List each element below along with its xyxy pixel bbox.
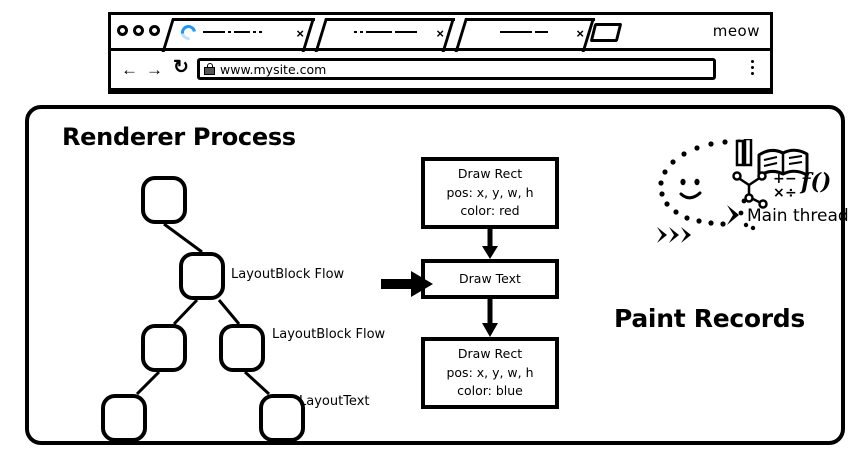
- svg-text:÷: ÷: [785, 185, 797, 201]
- paint-record-1-line-2: pos: x, y, w, h: [446, 184, 534, 200]
- browser-tab-3[interactable]: ×: [454, 18, 604, 52]
- new-tab-button[interactable]: [589, 23, 623, 42]
- tab-2-left-edge: [314, 18, 328, 52]
- reload-icon[interactable]: ↻: [173, 57, 189, 78]
- tree-label-layoutblock-flow-2: LayoutBlock Flow: [272, 327, 386, 342]
- paint-records-label: Paint Records: [614, 304, 805, 333]
- tree-edges: [135, 222, 271, 396]
- tab-3-top-edge: [465, 18, 595, 21]
- paint-record-3-line-1: Draw Rect: [457, 345, 523, 361]
- tab-3-close-icon[interactable]: ×: [576, 26, 584, 41]
- svg-text:−: −: [785, 171, 797, 187]
- back-arrow-icon[interactable]: ←: [121, 60, 138, 79]
- paint-record-1-line-3: color: red: [460, 203, 520, 219]
- tree-node-text-left[interactable]: [101, 394, 147, 442]
- renderer-process-panel: Renderer Process LayoutBlock Flow Layout…: [25, 105, 849, 445]
- browser-tab-2[interactable]: ×: [314, 18, 464, 52]
- tree-node-root[interactable]: [141, 176, 187, 224]
- paint-record-draw-text[interactable]: Draw Text: [421, 259, 559, 299]
- main-thread-label: Main thread: [747, 206, 849, 226]
- tab-2-title-placeholder: [354, 31, 417, 33]
- tab-2-close-icon[interactable]: ×: [436, 26, 444, 41]
- window-minimize-dot[interactable]: [133, 25, 144, 36]
- address-bar[interactable]: www.mysite.com: [197, 58, 716, 80]
- svg-text:×: ×: [773, 185, 785, 201]
- tab-1-left-edge: [161, 18, 175, 52]
- tab-1-title-placeholder: [203, 31, 262, 33]
- kebab-menu-icon[interactable]: [751, 60, 754, 75]
- paint-record-1-line-1: Draw Rect: [457, 165, 523, 181]
- brand-label: meow: [712, 22, 760, 40]
- loading-spinner-icon: [178, 22, 199, 43]
- panel-title: Renderer Process: [62, 123, 296, 151]
- tab-1-close-icon[interactable]: ×: [296, 26, 304, 41]
- browser-tab-1[interactable]: ×: [161, 18, 324, 52]
- tree-node-block-1[interactable]: [179, 252, 225, 300]
- lock-icon: [204, 63, 215, 75]
- window-maximize-dot[interactable]: [149, 25, 160, 36]
- tree-label-layouttext: LayoutText: [299, 394, 370, 409]
- forward-arrow-icon[interactable]: →: [146, 60, 163, 79]
- svg-text:f(): f(): [799, 169, 831, 195]
- window-controls: [117, 25, 160, 36]
- svg-text:+: +: [773, 171, 785, 187]
- url-text: www.mysite.com: [220, 61, 327, 77]
- window-close-dot[interactable]: [117, 25, 128, 36]
- tree-label-layoutblock-flow-1: LayoutBlock Flow: [231, 267, 345, 282]
- paint-flow-arrow-1: [482, 229, 498, 259]
- paint-record-2-line-1: Draw Text: [459, 270, 521, 286]
- browser-window: × × × meow: [108, 12, 773, 94]
- paint-record-draw-rect-blue[interactable]: Draw Rect pos: x, y, w, h color: blue: [421, 337, 559, 409]
- paint-record-3-line-3: color: blue: [457, 383, 523, 399]
- tab-1-top-edge: [172, 18, 315, 21]
- paint-record-3-line-2: pos: x, y, w, h: [446, 364, 534, 380]
- paint-flow-arrow-2: [482, 299, 498, 337]
- flow-arrow-icon: [381, 271, 433, 297]
- tree-node-block-right[interactable]: [219, 324, 265, 372]
- layout-tree-diagram: LayoutBlock Flow LayoutBlock Flow Layout…: [79, 164, 409, 442]
- main-thread-mascot: +− ×÷ f(): [657, 139, 831, 243]
- tree-node-block-left[interactable]: [141, 324, 187, 372]
- paint-record-draw-rect-red[interactable]: Draw Rect pos: x, y, w, h color: red: [421, 157, 559, 229]
- tab-2-top-edge: [325, 18, 455, 21]
- tab-3-left-edge: [454, 18, 468, 52]
- tab-strip: × × × meow: [111, 15, 770, 52]
- tab-3-title-placeholder: [500, 31, 548, 33]
- tree-node-text-right[interactable]: [259, 394, 305, 442]
- browser-toolbar: ← → ↻ www.mysite.com: [111, 51, 770, 91]
